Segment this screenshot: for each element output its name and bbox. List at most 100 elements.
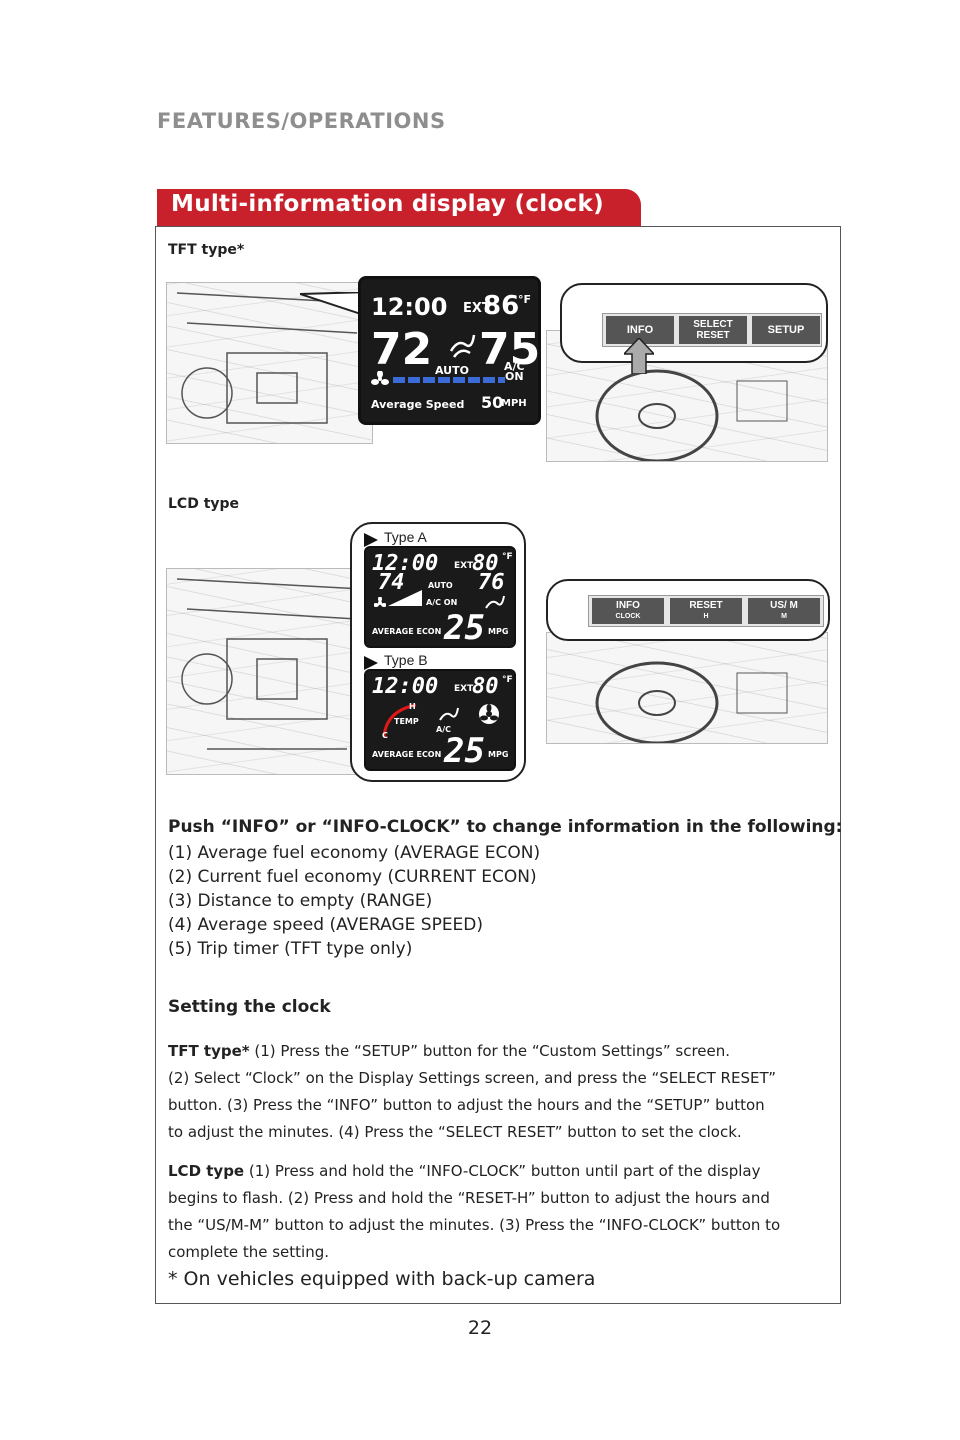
- tft-ac-line1: A/C: [504, 360, 525, 373]
- lcd-button-callout: INFO CLOCK RESET H US/ M M: [546, 579, 830, 641]
- tft-instr-line: to adjust the minutes. (4) Press the “SE…: [168, 1123, 742, 1141]
- tft-auto-label: AUTO: [435, 364, 469, 377]
- lcd-b-outside-temp: 80: [472, 674, 499, 699]
- reset-label: RESET: [696, 330, 730, 341]
- lcd-instr-line: the “US/M-M” button to adjust the minute…: [168, 1216, 781, 1234]
- lcd-b-temp-label: TEMP: [394, 717, 419, 726]
- lcd-dashboard-illustration: [166, 568, 373, 775]
- tft-ac-line2: ON: [505, 370, 524, 383]
- tft-instr-line: (2) Select “Clock” on the Display Settin…: [168, 1069, 777, 1087]
- tft-dashboard-illustration: [166, 282, 373, 444]
- lcd-instr-line: begins to flash. (2) Press and hold the …: [168, 1189, 770, 1207]
- lcd-b-ext-label: EXT: [454, 684, 474, 694]
- type-a-label: Type A: [384, 529, 427, 545]
- us-m-button[interactable]: US/ M M: [748, 598, 820, 624]
- lcd-steering-illustration: [546, 632, 828, 745]
- lcd-type-label: LCD type: [168, 496, 240, 512]
- setup-button[interactable]: SETUP: [752, 316, 820, 344]
- lcd-b-time: 12:00: [372, 674, 439, 699]
- tft-clock-time: 12:00: [371, 293, 448, 321]
- lcd-a-left-temp: 74: [378, 570, 405, 595]
- lcd-b-econ-label: AVERAGE ECON: [372, 750, 442, 759]
- lcd-a-econ-value: 25: [444, 608, 485, 648]
- type-b-marker-icon: [364, 655, 378, 674]
- lcd-dashboard-drawing-icon: [176, 578, 363, 750]
- tft-display-screen: 12:00 EXT 86 °F 72 75 AUTO A/C ON Averag…: [358, 276, 541, 425]
- lcd-b-temp-unit: °F: [502, 675, 513, 685]
- lcd-a-econ-label: AVERAGE ECON: [372, 627, 442, 636]
- lcd-a-right-temp: 76: [478, 570, 505, 595]
- lcd-b-cold: C: [382, 731, 388, 740]
- lcd-a-airflow-icon: [482, 592, 506, 616]
- tft-right-temp: 75: [479, 324, 541, 375]
- lcd-type-b-screen: 12:00 EXT 80 °F H C TEMP A/C AVERAGE ECO…: [364, 669, 516, 771]
- list-item: (5) Trip timer (TFT type only): [168, 939, 413, 959]
- lcd-a-ext-label: EXT: [454, 561, 474, 571]
- content-frame: [155, 226, 841, 1304]
- lcd-a-ac-on: A/C ON: [426, 598, 458, 607]
- airflow-icon: [446, 329, 476, 363]
- tft-info-value: 50: [481, 393, 504, 412]
- type-a-marker-icon: [364, 532, 378, 551]
- lcd-instr-text: (1) Press and hold the “INFO-CLOCK” butt…: [244, 1162, 761, 1180]
- tft-outside-temp: 86: [483, 291, 520, 321]
- lcd-a-fan-level-icon: [388, 590, 422, 610]
- select-label: SELECT: [693, 319, 733, 330]
- reset-h-label-h: H: [703, 613, 709, 620]
- push-list: (1) Average fuel economy (AVERAGE ECON) …: [168, 841, 540, 961]
- lcd-b-airflow-icon: [436, 704, 460, 728]
- tft-instr-lead: TFT type*: [168, 1042, 250, 1060]
- tft-ext-label: EXT: [463, 301, 491, 316]
- type-b-label: Type B: [384, 652, 428, 668]
- tft-type-label: TFT type*: [168, 242, 245, 258]
- info-clock-label-clock: CLOCK: [615, 613, 641, 620]
- tft-ac-status: A/C ON: [504, 360, 525, 383]
- lcd-instructions: LCD type (1) Press and hold the “INFO-CL…: [168, 1158, 833, 1266]
- lcd-b-econ-unit: MPG: [488, 750, 509, 759]
- reset-h-label-reset: RESET: [689, 600, 723, 611]
- tft-info-unit: MPH: [501, 398, 527, 409]
- page-title: Multi-information display (clock): [171, 191, 604, 217]
- dashboard-drawing-icon: [176, 292, 363, 424]
- push-heading: Push “INFO” or “INFO-CLOCK” to change in…: [168, 817, 843, 837]
- pointer-arrow-icon: [622, 336, 656, 378]
- tft-button-callout: INFO SELECT RESET SETUP: [560, 283, 828, 363]
- page-number: 22: [467, 1317, 493, 1339]
- select-reset-button[interactable]: SELECT RESET: [679, 316, 747, 344]
- lcd-a-temp-unit: °F: [502, 552, 513, 562]
- list-item: (2) Current fuel economy (CURRENT ECON): [168, 867, 537, 887]
- lcd-b-hot: H: [409, 702, 416, 711]
- lcd-button-strip: INFO CLOCK RESET H US/ M M: [588, 595, 824, 627]
- reset-h-button[interactable]: RESET H: [670, 598, 742, 624]
- fan-icon: [371, 370, 389, 391]
- lcd-b-ac: A/C: [436, 725, 451, 734]
- lcd-a-outside-temp: 80: [472, 551, 499, 576]
- section-header: FEATURES/OPERATIONS: [157, 109, 446, 133]
- lcd-instr-line: complete the setting.: [168, 1243, 329, 1261]
- setting-heading: Setting the clock: [168, 997, 331, 1017]
- tft-instructions: TFT type* (1) Press the “SETUP” button f…: [168, 1038, 833, 1146]
- list-item: (4) Average speed (AVERAGE SPEED): [168, 915, 484, 935]
- list-item: (1) Average fuel economy (AVERAGE ECON): [168, 843, 541, 863]
- us-m-label-usm: US/ M: [770, 600, 798, 611]
- lcd-b-temp-arc-icon: [376, 701, 426, 745]
- lcd-a-fan-icon: [373, 594, 387, 613]
- lcd-b-fan-icon: [478, 703, 500, 729]
- lcd-steering-wheel-icon: [595, 661, 788, 745]
- lcd-type-a-screen: 12:00 EXT 80 °F 74 AUTO 76 A/C ON AVERAG…: [364, 546, 516, 648]
- us-m-label-m: M: [781, 613, 787, 620]
- lcd-instr-lead: LCD type: [168, 1162, 245, 1180]
- tft-left-temp: 72: [371, 324, 433, 375]
- tft-temp-unit: °F: [518, 293, 532, 306]
- lcd-b-econ-value: 25: [444, 731, 485, 771]
- tft-instr-line: TFT type* (1) Press the “SETUP” button f…: [168, 1038, 833, 1065]
- lcd-a-time: 12:00: [372, 551, 439, 576]
- tft-instr-line: button. (3) Press the “INFO” button to a…: [168, 1096, 765, 1114]
- footnote: * On vehicles equipped with back-up came…: [168, 1268, 596, 1290]
- info-clock-button[interactable]: INFO CLOCK: [592, 598, 664, 624]
- list-item: (3) Distance to empty (RANGE): [168, 891, 433, 911]
- tft-info-label: Average Speed: [371, 398, 465, 411]
- tft-fan-speed-bar: [393, 377, 505, 383]
- info-clock-label-info: INFO: [616, 600, 640, 611]
- title-bar: Multi-information display (clock): [157, 189, 641, 227]
